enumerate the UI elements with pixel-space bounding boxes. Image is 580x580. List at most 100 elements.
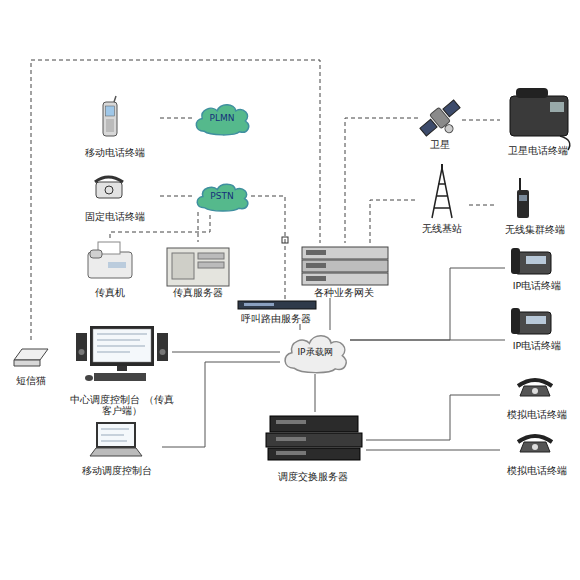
ip-phone-icon <box>511 248 520 274</box>
switch-server-icon <box>276 451 306 455</box>
network-link <box>162 362 280 447</box>
device-label: 呼叫路由服务器 <box>220 313 332 324</box>
fax-server-icon <box>198 262 224 268</box>
device-label: 移动电话终端 <box>64 147 166 158</box>
laptop-icon <box>98 424 134 446</box>
satellite-phone-icon <box>510 88 570 150</box>
switch-server-icon <box>266 433 362 447</box>
sms-modem-icon <box>14 349 48 366</box>
device-label: 模拟电话终端 <box>494 409 580 420</box>
device-label: IP电话终端 <box>499 340 575 351</box>
laptop-icon <box>96 422 136 448</box>
fixed-phone-icon <box>95 177 123 182</box>
gateway-rack-icon <box>306 276 326 281</box>
console-workstation-icon <box>117 366 127 371</box>
device-node: 中心调度控制台 （传真客户端） <box>72 322 172 416</box>
device-label: 卫星 <box>412 139 468 150</box>
ip-phone-icon <box>511 308 520 334</box>
laptop-icon <box>90 422 142 456</box>
ip-phone-icon <box>515 312 551 334</box>
device-label: 卫星电话终端 <box>494 145 580 156</box>
device-label: 模拟电话终端 <box>494 465 580 476</box>
gateway-rack-icon <box>302 247 388 285</box>
network-link <box>350 340 505 341</box>
device-node: 卫星电话终端 <box>500 84 576 156</box>
ip-phone-icon <box>511 308 551 334</box>
console-workstation-icon <box>76 333 87 361</box>
ip-phone-icon <box>526 316 546 324</box>
console-workstation-icon <box>94 373 146 381</box>
dashed-link <box>160 196 193 197</box>
network-link <box>300 324 301 330</box>
console-workstation-icon <box>85 375 93 381</box>
dashed-link <box>251 196 285 300</box>
mobile-phone-icon <box>106 106 115 116</box>
network-link <box>350 268 505 340</box>
device-node: 卫星 <box>418 94 462 150</box>
fixed-phone-icon <box>96 182 122 198</box>
device-node: 无线集群终端 <box>495 175 575 235</box>
device-node: 移动调度控制台 <box>72 418 162 476</box>
laptop-icon <box>101 429 129 441</box>
ip-phone-icon <box>526 256 546 264</box>
console-workstation-icon <box>93 329 151 362</box>
device-node: 呼叫路由服务器 <box>226 300 326 324</box>
network-link <box>315 374 316 412</box>
analog-phone-icon <box>518 380 552 396</box>
device-label: 各种业务网关 <box>292 287 396 298</box>
analog-phone-icon <box>520 386 550 396</box>
fax-server-icon <box>172 253 194 279</box>
switch-server-icon <box>276 420 306 424</box>
dashed-link <box>469 205 495 206</box>
trunk-radio-icon <box>519 178 521 190</box>
dashed-link <box>462 120 500 121</box>
device-label: 传真机 <box>74 287 146 298</box>
satellite-phone-icon <box>516 88 548 98</box>
network-cloud: PSTN <box>193 180 251 212</box>
satellite-icon <box>420 119 437 136</box>
device-node: 模拟电话终端 <box>500 372 574 420</box>
device-node: 传真服务器 <box>160 242 236 298</box>
trunk-radio-icon <box>517 178 529 218</box>
console-workstation-icon <box>160 349 166 355</box>
dashed-link <box>370 200 415 243</box>
fixed-phone-icon <box>95 177 123 198</box>
ip-phone-icon <box>511 248 551 274</box>
base-station-tower <box>432 168 452 218</box>
device-node: IP电话终端 <box>505 245 569 291</box>
satellite-icon <box>443 123 454 134</box>
switch-server-icon <box>276 437 306 441</box>
device-label: 固定电话终端 <box>64 211 166 222</box>
base-station-tower <box>441 164 443 170</box>
network-name: PSTN <box>193 191 251 201</box>
network-link <box>366 450 500 451</box>
analog-phone-icon <box>518 380 552 386</box>
gateway-rack-icon <box>302 260 388 272</box>
switch-server-icon <box>266 416 362 460</box>
dashed-link <box>31 60 320 340</box>
device-node: 传真机 <box>80 238 140 298</box>
routing-server-icon <box>238 301 316 309</box>
device-node: 调度交换服务器 <box>260 412 366 482</box>
device-label: IP电话终端 <box>499 280 575 291</box>
device-node: IP电话终端 <box>505 305 569 351</box>
satellite-icon <box>417 97 468 146</box>
gateway-rack-icon <box>302 247 388 259</box>
switch-server-icon <box>268 448 360 460</box>
fax-machine-icon <box>108 262 126 268</box>
trunk-radio-icon <box>519 195 527 201</box>
sms-modem-icon <box>14 349 48 360</box>
sms-modem-icon <box>14 360 40 366</box>
trunk-radio-icon <box>517 190 529 218</box>
network-cloud: IP承载网 <box>280 330 350 374</box>
device-label: 短信猫 <box>2 375 60 386</box>
fax-server-icon <box>167 248 229 286</box>
network-name: IP承载网 <box>280 347 350 357</box>
base-station-tower <box>432 164 452 218</box>
mobile-phone-icon <box>114 96 116 102</box>
ip-phone-icon <box>515 252 551 274</box>
